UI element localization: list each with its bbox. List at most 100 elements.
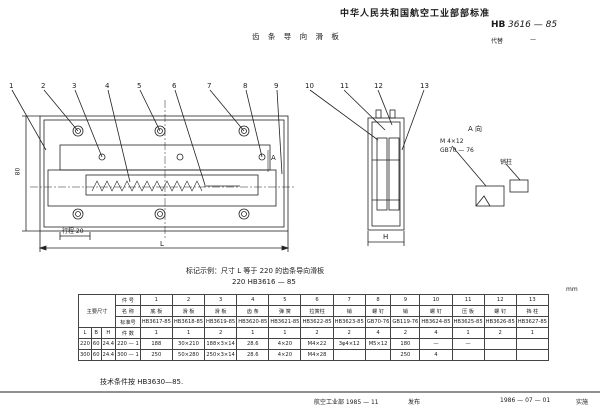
cell: 60 (90, 349, 102, 361)
cell: — (451, 338, 485, 350)
cell: 2 (300, 327, 334, 339)
cell: 10 (419, 294, 453, 306)
pin-label: 销柱 (500, 159, 513, 166)
cell (515, 349, 549, 361)
screw-note-2: GB70 — 76 (440, 147, 474, 154)
cell: 螺 钉 (483, 305, 517, 317)
cell: 拉簧柱 (300, 305, 334, 317)
cell: 2 (204, 327, 238, 339)
cell: 9 (390, 294, 421, 306)
balloon-1: 1 (9, 82, 14, 90)
cell: HB3617-85 (139, 316, 173, 328)
balloon-7: 7 (207, 82, 212, 90)
cell: 1 (451, 327, 485, 339)
cell: 11 (451, 294, 485, 306)
cell: 3 (204, 294, 238, 306)
footer-date: 1986 — 07 — 01 (500, 397, 551, 404)
dimension-stroke: 行程 20 (62, 228, 84, 235)
balloon-2: 2 (41, 82, 46, 90)
document-title: 齿 条 导 向 滑 板 (252, 32, 342, 41)
cell (332, 349, 366, 361)
cell (515, 338, 549, 350)
cell: 4 (419, 327, 453, 339)
cell: 4×20 (268, 338, 302, 350)
standard-number: 3616 — 85 (508, 20, 558, 30)
cell (451, 349, 485, 361)
cell: 60 (90, 338, 102, 350)
cell: 滑 板 (204, 305, 238, 317)
marking-line-2: 220 HB3616 — 85 (232, 278, 296, 286)
cell: 180 (390, 338, 421, 350)
cell: HB3623-85 (332, 316, 366, 328)
cell: 188×3×14 (204, 338, 238, 350)
main-dims-label: 主要尺寸 (77, 294, 117, 328)
cell: 24.4 (100, 338, 117, 350)
cell: 齿 条 (236, 305, 270, 317)
cell: M4×22 (300, 338, 334, 350)
cell: 1 (515, 327, 549, 339)
dimension-H: H (383, 233, 389, 241)
cell: 件 号 (115, 294, 141, 306)
cell (483, 349, 517, 361)
cell: 28.6 (236, 338, 270, 350)
table-row: 标准号 HB3617-85 HB3618-85 HB3619-85 HB3620… (79, 316, 549, 328)
cell: H (100, 327, 117, 339)
balloon-10: 10 (305, 82, 314, 90)
cell: M4×28 (300, 349, 334, 361)
balloon-13: 13 (420, 82, 429, 90)
cell: 250 (390, 349, 421, 361)
view-label: A 向 (468, 125, 483, 133)
cell: 1 (171, 327, 206, 339)
cell: 220 (78, 338, 92, 350)
org-title: 中华人民共和国航空工业部部标准 (340, 9, 491, 19)
cell: 28.6 (236, 349, 270, 361)
balloon-3: 3 (72, 82, 77, 90)
screw-note-1: M 4×12 (440, 138, 464, 145)
cell: 4 (419, 349, 453, 361)
cell: HB3626-85 (483, 316, 517, 328)
cell: 7 (332, 294, 366, 306)
table-row: L B H 件 数 1 1 2 1 1 2 2 4 2 4 1 2 1 (78, 327, 549, 339)
cell: 2 (483, 327, 517, 339)
cell: 4 (364, 327, 392, 339)
cell: 标准号 (115, 316, 141, 328)
cell: 滑 板 (171, 305, 206, 317)
spec-table: 主要尺寸 件 号 1 2 3 4 5 6 7 8 9 10 11 12 13 名… (77, 294, 549, 361)
cell: 4×20 (268, 349, 302, 361)
balloon-5: 5 (137, 82, 142, 90)
dimension-left: 80 (14, 167, 22, 176)
cell: 压 板 (451, 305, 485, 317)
balloon-11: 11 (340, 82, 349, 90)
table-row: 300 60 24.4 300 — 1 250 50×280 250×3×14 … (78, 349, 549, 361)
cell: 2 (171, 294, 206, 306)
cell: 1 (236, 327, 270, 339)
unit-label: mm (566, 286, 578, 293)
cell: 300 (78, 349, 92, 361)
balloon-9: 9 (274, 82, 279, 90)
cell: 螺 钉 (364, 305, 392, 317)
cell (483, 338, 517, 350)
table-row: 名 称 底 板 滑 板 滑 板 齿 条 弹 簧 拉簧柱 销 螺 钉 销 螺 钉 … (79, 305, 549, 317)
technical-note: 技术条件按 HB3630—85. (100, 378, 184, 386)
cell: 1 (139, 294, 173, 306)
cell: 销 (332, 305, 366, 317)
cell: 1 (139, 327, 173, 339)
cell: 2 (332, 327, 366, 339)
cell: 300 — 1 (115, 349, 141, 361)
cell: GB70-76 (364, 316, 392, 328)
cell: 弹 簧 (268, 305, 302, 317)
cell: 挡 柱 (515, 305, 549, 317)
cell: 12 (483, 294, 517, 306)
footer-impl: 实施 (576, 399, 589, 406)
cell: 13 (515, 294, 549, 306)
cell: L (78, 327, 92, 339)
cell: 销 (390, 305, 421, 317)
cell: 螺 钉 (419, 305, 453, 317)
replace-value: — (530, 36, 536, 43)
balloon-12: 12 (374, 82, 383, 90)
dimension-L: L (160, 240, 164, 248)
cell: HB3620-85 (236, 316, 270, 328)
cell: 188 (139, 338, 173, 350)
cell: HB3624-85 (419, 316, 453, 328)
balloon-6: 6 (172, 82, 177, 90)
